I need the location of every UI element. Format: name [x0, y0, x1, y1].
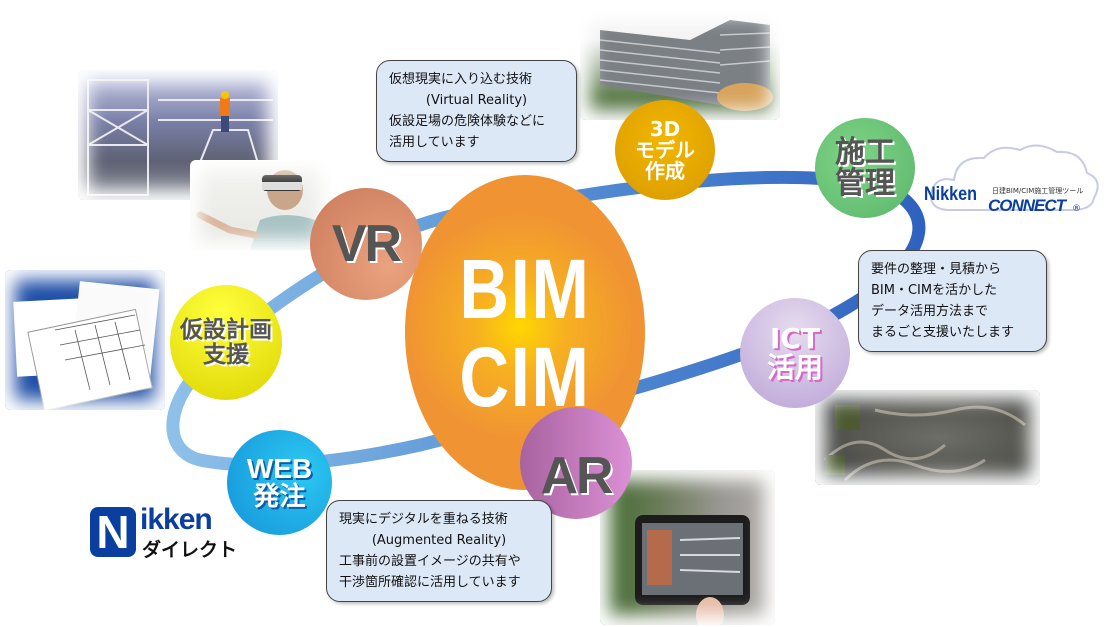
ict-bubble-line-4: まるごと支援いたします	[871, 325, 1015, 340]
node-3d-label-1: 3D	[649, 116, 681, 141]
ict-bubble-line-3: データ活用方法まで	[871, 304, 989, 319]
center-label-line1: BIM	[459, 241, 591, 336]
vr-person-illustration	[196, 170, 325, 250]
node-web-label-2: 発注	[253, 481, 306, 512]
ar-bubble-line-1: 現実にデジタルを重ねる技術	[339, 512, 508, 527]
node-3d-model[interactable]: 3D モデル 作成	[615, 100, 715, 200]
node-vr-label: VR	[331, 214, 402, 273]
node-ar-label: AR	[540, 446, 613, 505]
vr-bubble-line-1: 仮想現実に入り込む技術	[389, 72, 533, 87]
ar-bubble-line-2: (Augmented Reality)	[371, 533, 507, 548]
nikken-direct-sub: ダイレクト	[142, 539, 238, 561]
nikken-connect-logo[interactable]: Nikken 日建BIM/CIM施工管理ツール CONNECT ®	[922, 138, 1102, 228]
node-plan-label-1: 仮設計画	[180, 317, 272, 344]
ict-description-bubble: 要件の整理・見積から BIM・CIMを活かした データ活用方法まで まるごと支援…	[858, 250, 1047, 352]
3d-model-photo	[580, 5, 780, 120]
drawings-photo	[5, 270, 165, 410]
node-plan-label-2: 支援	[203, 341, 249, 368]
terrain-photo	[815, 390, 1040, 485]
node-ict-label-1: ICT	[769, 321, 821, 355]
center-label-line2: CIM	[459, 329, 591, 424]
vr-bubble-line-3: 仮設足場の危険体験などに	[389, 114, 546, 129]
vr-bubble-line-2: (Virtual Reality)	[425, 93, 528, 108]
node-3d-label-2: モデル	[635, 137, 695, 162]
nikken-n-mark: N	[90, 507, 136, 557]
ict-bubble-line-1: 要件の整理・見積から	[871, 262, 1002, 277]
node-ict-label-2: 活用	[766, 351, 823, 384]
node-web-order[interactable]: WEB 発注	[227, 430, 332, 535]
cloud-icon	[930, 144, 1099, 211]
node-vr[interactable]: VR	[310, 188, 422, 300]
ar-description-bubble: 現実にデジタルを重ねる技術 (Augmented Reality) 工事前の設置…	[326, 500, 552, 602]
node-3d-label-3: 作成	[645, 158, 685, 183]
vr-description-bubble: 仮想現実に入り込む技術 (Virtual Reality) 仮設足場の危険体験な…	[376, 60, 577, 162]
vr-person-photo	[190, 160, 330, 250]
nikken-direct-brand: ikken	[140, 503, 213, 536]
ar-tablet-illustration	[635, 515, 750, 625]
ict-bubble-line-2: BIM・CIMを活かした	[871, 283, 998, 298]
terrain-illustration	[823, 405, 1026, 482]
node-temporary-plan[interactable]: 仮設計画 支援	[170, 285, 282, 400]
registered-mark: ®	[1072, 204, 1081, 214]
drawings-illustration	[13, 281, 160, 410]
ar-bubble-line-3: 工事前の設置イメージの共有や	[339, 554, 521, 569]
node-mgmt-label-1: 施工	[835, 134, 895, 170]
vr-bubble-line-4: 活用しています	[389, 135, 480, 150]
connect-product: CONNECT	[988, 196, 1066, 215]
node-mgmt-label-2: 管理	[835, 166, 895, 201]
connect-brand: Nikken	[924, 184, 977, 205]
node-ict[interactable]: ICT 活用	[740, 298, 850, 408]
node-web-label-1: WEB	[246, 453, 313, 485]
node-construction-management[interactable]: 施工 管理	[815, 118, 915, 218]
connect-tagline: 日建BIM/CIM施工管理ツール	[992, 187, 1084, 195]
ar-tablet-photo	[600, 470, 775, 625]
ar-bubble-line-4: 干渉箇所確認に活用しています	[339, 575, 521, 590]
